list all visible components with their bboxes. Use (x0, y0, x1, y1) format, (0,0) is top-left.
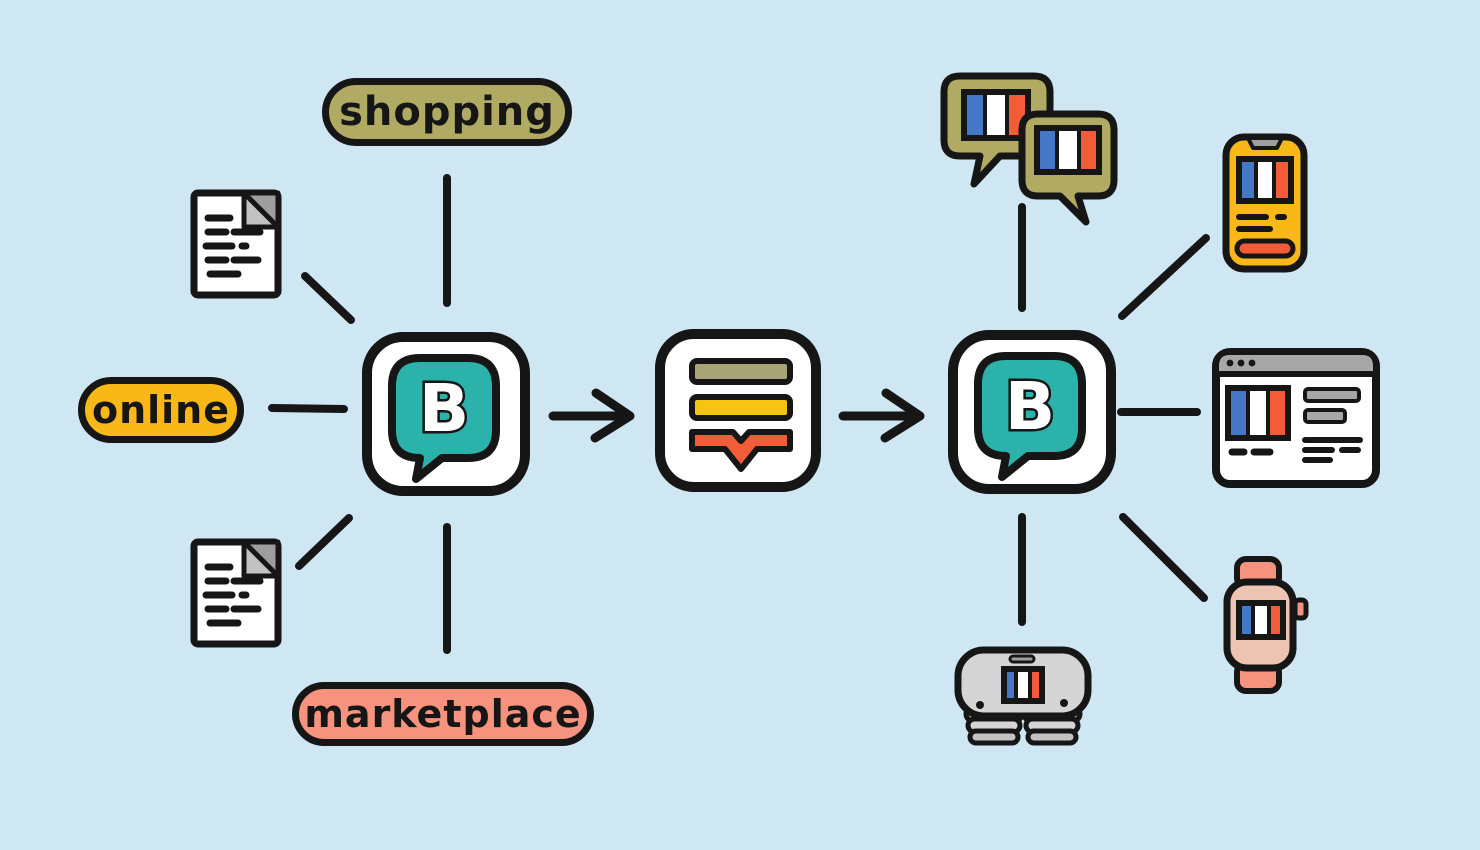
connector-hub-to-phone (1118, 234, 1210, 320)
vr-headset-icon (954, 646, 1092, 746)
vr-camera-dots (976, 699, 1068, 709)
watch-crown (1292, 597, 1309, 621)
logo-letter: B (1005, 368, 1055, 445)
online-pill-label: online (91, 388, 231, 432)
connector-online-to-hub (268, 404, 348, 413)
connector-doc-bottom-to-hub (295, 514, 353, 570)
browser-title-bar (1213, 349, 1379, 377)
browser-text-lines (1302, 437, 1363, 463)
french-flag-icon (1001, 666, 1045, 704)
b-logo-left: B (362, 332, 530, 496)
speech-bubble-shape (974, 352, 1086, 481)
document-icon-top (190, 189, 282, 299)
orange-chevron-bar (689, 429, 793, 472)
online-pill: online (78, 377, 244, 443)
logo-letter: B (419, 370, 469, 447)
phone-button (1234, 238, 1296, 259)
speech-bubble-shape (388, 354, 500, 483)
vr-top-slot (1008, 654, 1036, 664)
browser-window-dots (1226, 359, 1256, 367)
chat-bubbles-icon (940, 72, 1118, 226)
marketplace-pill-label: marketplace (304, 692, 582, 736)
mobile-phone-icon (1222, 133, 1308, 273)
french-flag-icon (961, 89, 1031, 141)
shopping-pill-label: shopping (339, 89, 555, 135)
yellow-bar (689, 394, 793, 421)
shopping-pill: shopping (322, 78, 572, 146)
browser-gray-bar (1303, 387, 1361, 403)
connector-doc-top-to-hub (301, 272, 355, 324)
content-list-icon (655, 329, 821, 492)
olive-bar (689, 358, 793, 385)
french-flag-icon (1236, 600, 1286, 640)
arrow-right-icon (548, 388, 635, 443)
browser-gray-bar (1303, 408, 1347, 424)
phone-notch (1246, 136, 1284, 150)
phone-text-lines (1236, 214, 1287, 232)
arrow-right-icon (838, 388, 925, 443)
french-flag-icon (1236, 156, 1294, 204)
document-icon-bottom (190, 538, 282, 648)
browser-window-icon (1212, 348, 1380, 488)
french-flag-icon (1225, 385, 1291, 441)
b-logo-right: B (948, 330, 1116, 494)
connector-hub-to-watch (1119, 513, 1208, 602)
marketplace-pill: marketplace (292, 682, 594, 746)
french-flag-icon (1034, 125, 1102, 175)
document-text-lines (202, 563, 264, 627)
document-text-lines (202, 214, 264, 278)
smartwatch-icon (1223, 556, 1309, 694)
